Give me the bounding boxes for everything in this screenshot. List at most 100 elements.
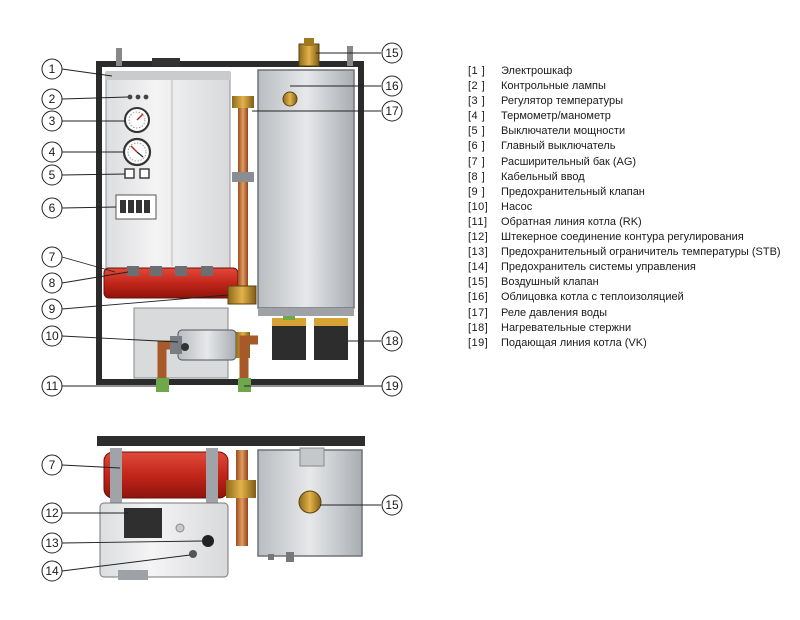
power-switches: [124, 168, 150, 179]
main-switch: [115, 194, 157, 220]
legend-row: [12]Штекерное соединение контура регулир…: [468, 230, 793, 245]
legend-number: [14]: [468, 261, 489, 274]
boiler-bottom-view: [97, 436, 365, 580]
legend-row: [7 ]Расширительный бак (AG): [468, 155, 793, 170]
legend-row: [5 ] Выключатели мощности: [468, 124, 793, 139]
callout-2: 2: [41, 88, 63, 110]
legend-row: [15] Воздушный клапан: [468, 275, 793, 290]
legend-number: [12]: [468, 231, 489, 244]
callout-18: 18: [381, 330, 403, 352]
legend-row: [9 ] Предохранительный клапан: [468, 185, 793, 200]
legend-label: Электрошкаф: [501, 65, 573, 77]
legend-number: [19]: [468, 336, 489, 349]
svg-text:9: 9: [49, 302, 56, 316]
svg-text:7: 7: [49, 250, 56, 264]
legend-row: [1 ] Электрошкаф: [468, 64, 793, 79]
heating-elements: [272, 314, 348, 360]
legend-row: [2 ] Контрольные лампы: [468, 79, 793, 94]
legend-row: [8 ]Кабельный ввод: [468, 170, 793, 185]
callout-13: 13: [41, 532, 63, 554]
svg-text:13: 13: [45, 536, 59, 550]
plug-connection: [124, 508, 162, 538]
legend-label: Насос: [501, 200, 533, 213]
callout-8: 8: [41, 272, 63, 294]
svg-text:2: 2: [49, 92, 56, 106]
legend-row: [13] Предохранительный ограничитель темпе…: [468, 245, 793, 260]
legend-number: [2 ]: [468, 80, 486, 93]
legend-number: [13]: [468, 246, 489, 259]
svg-text:10: 10: [45, 329, 59, 343]
legend-label: Главный выключатель: [501, 140, 616, 153]
expansion-tank-bottom: [103, 451, 229, 499]
legend-label: Реле давления воды: [501, 306, 608, 319]
boiler-frame: [96, 61, 364, 385]
svg-text:6: 6: [49, 201, 56, 215]
legend-row: [14] Предохранитель системы управления: [468, 260, 793, 275]
svg-text:17: 17: [385, 104, 399, 118]
svg-text:14: 14: [45, 564, 59, 578]
legend-number: [15]: [468, 276, 489, 289]
callout-17: 17: [381, 100, 403, 122]
cable-entry: [127, 266, 213, 276]
control-lamps: [127, 94, 149, 100]
callout-16: 16: [381, 75, 403, 97]
bottom-top-plate: [97, 436, 365, 446]
svg-text:11: 11: [46, 379, 59, 393]
svg-text:1: 1: [49, 62, 56, 76]
air-valve: [298, 43, 320, 67]
callout-3: 3: [41, 110, 63, 132]
top-stub-left: [116, 48, 122, 66]
leader-lines: [61, 52, 382, 572]
legend-label: Предохранительный ограничитель температу…: [501, 246, 781, 259]
svg-text:18: 18: [385, 334, 399, 348]
legend-number: [5 ]: [468, 125, 486, 138]
svg-text:7: 7: [49, 458, 56, 472]
legend-label: Подающая линия котла (VK): [501, 336, 647, 349]
legend-number: [3 ]: [468, 95, 486, 108]
legend-label: Обратная линия котла (RK): [501, 215, 642, 228]
svg-text:16: 16: [385, 79, 399, 93]
callout-5: 5: [41, 164, 63, 186]
legend-label: Предохранитель системы управления: [501, 261, 696, 274]
legend-row: [19] Подающая линия котла (VK): [468, 336, 793, 351]
legend-number: [1 ]: [468, 65, 486, 77]
callout-6: 6: [41, 197, 63, 219]
legend-number: [9 ]: [468, 185, 486, 198]
legend-number: [6 ]: [468, 140, 486, 153]
svg-text:19: 19: [385, 379, 399, 393]
legend-label: Выключатели мощности: [501, 125, 626, 138]
control-fuse: [189, 550, 197, 558]
riser-pipe: [238, 96, 248, 302]
legend-row: [10] Насос: [468, 200, 793, 215]
legend-number: [17]: [468, 306, 489, 319]
legend-row: [16] Облицовка котла с теплоизоляцией: [468, 290, 793, 305]
insulated-casing: [257, 69, 355, 309]
legend-label: Предохранительный клапан: [501, 185, 645, 198]
top-bar: [152, 58, 180, 66]
legend-label: Термометр/манометр: [501, 110, 611, 123]
parts-legend: [1 ] Электрошкаф [2 ] Контрольные лампы [3…: [468, 64, 793, 351]
callout-9: 9: [41, 298, 63, 320]
boiler-front-view: [96, 38, 364, 392]
svg-text:12: 12: [45, 506, 59, 520]
callout-15: 15: [381, 42, 403, 64]
flow-pipe: [239, 335, 258, 380]
legend-label: Контрольные лампы: [501, 80, 606, 93]
svg-text:3: 3: [49, 114, 56, 128]
return-pipe: [157, 340, 170, 380]
legend-label: Облицовка котла с теплоизоляцией: [501, 291, 684, 304]
air-valve-bottom: [298, 490, 322, 514]
callout-7: 7: [41, 246, 63, 268]
legend-number: [4 ]: [468, 110, 486, 123]
svg-text:15: 15: [385, 46, 399, 60]
legend-label: Воздушный клапан: [501, 276, 599, 289]
legend-label: Расширительный бак (AG): [501, 155, 637, 168]
top-stub-right: [347, 46, 353, 66]
legend-number: [10]: [468, 200, 489, 213]
svg-text:8: 8: [49, 276, 56, 290]
legend-row: [6 ] Главный выключатель: [468, 139, 793, 154]
legend-number: [16]: [468, 291, 489, 304]
legend-label: Кабельный ввод: [501, 170, 585, 183]
callout-14: 14: [41, 560, 63, 582]
